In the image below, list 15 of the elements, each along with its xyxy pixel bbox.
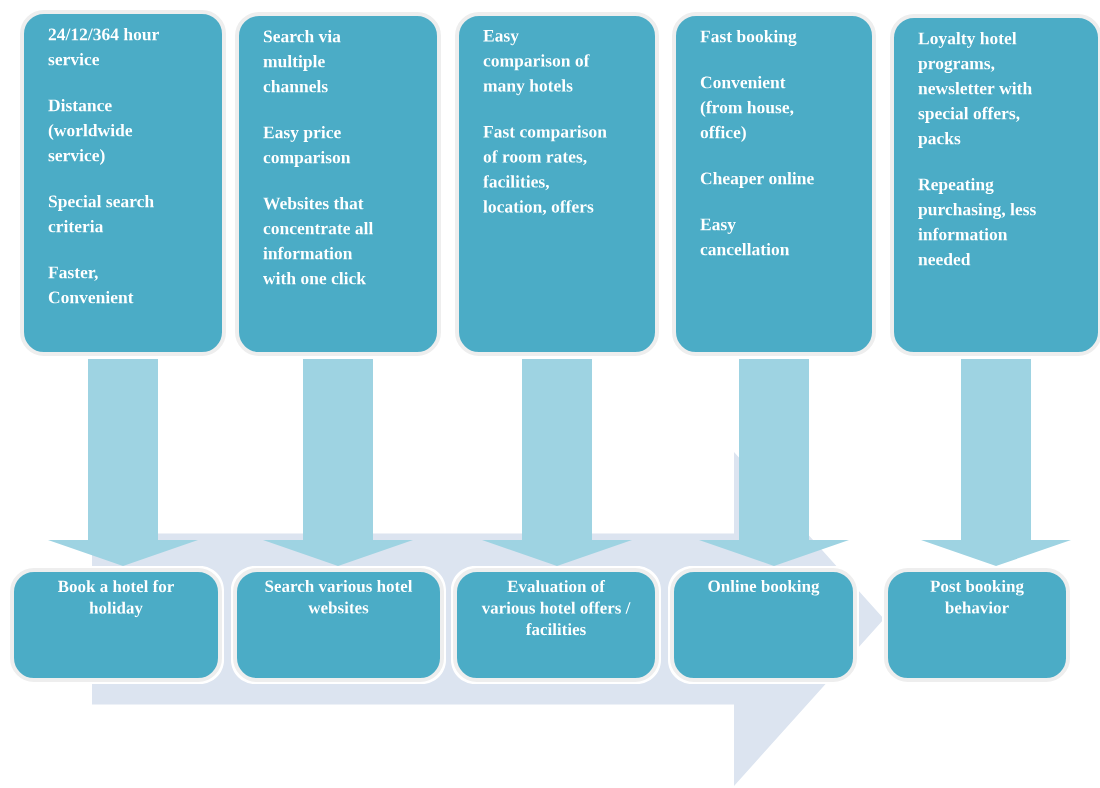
process-box: Online booking	[670, 568, 857, 682]
block-arrow	[699, 359, 849, 566]
feature-box: 24/12/364 hour service Distance (worldwide service) Special search criteria Faster, Convenient	[20, 10, 226, 356]
block-arrow	[48, 359, 198, 566]
block-arrow	[263, 359, 413, 566]
process-box: Evaluation of various hotel offers / facilities	[453, 568, 659, 682]
process-box: Book a hotel for holiday	[10, 568, 222, 682]
block-arrow	[482, 359, 632, 566]
feature-box: Search via multiple channels Easy price comparison Websites that concentrate all information with one click	[235, 12, 441, 356]
process-box: Post booking behavior	[884, 568, 1070, 682]
feature-box: Loyalty hotel programs, newsletter with special offers, packs Repeating purchasing, less information needed	[890, 14, 1100, 356]
feature-box: Fast booking Convenient (from house, office) Cheaper online Easy cancellation	[672, 12, 876, 356]
block-arrow	[921, 359, 1071, 566]
process-box: Search various hotel websites	[233, 568, 444, 682]
feature-box: Easy comparison of many hotels Fast comparison of room rates, facilities, location, offers	[455, 12, 659, 356]
